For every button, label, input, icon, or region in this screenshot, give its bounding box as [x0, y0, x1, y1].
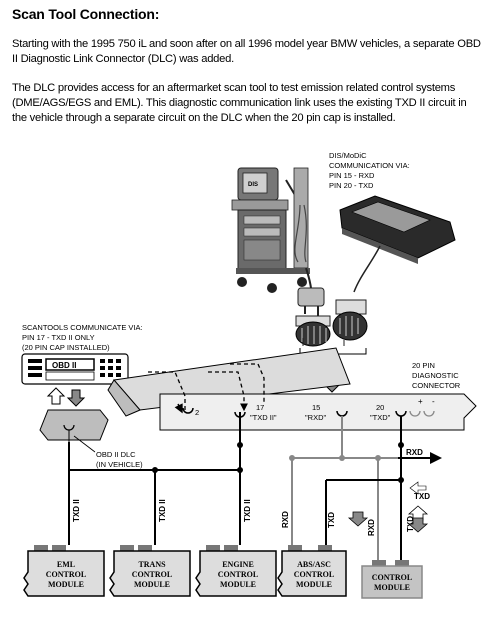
pin-20: 20 "TXD" [370, 403, 435, 422]
svg-text:EML: EML [57, 560, 75, 569]
svg-text:(20 PIN CAP INSTALLED): (20 PIN CAP INSTALLED) [22, 343, 110, 352]
txd-wire-label: TXD [327, 512, 336, 528]
scantool-label: SCANTOOLS COMMUNICATE VIA: PIN 17 - TXD … [22, 323, 143, 352]
svg-text:PIN 17 - TXD II ONLY: PIN 17 - TXD II ONLY [22, 333, 95, 342]
dis-tester-cart: DIS [231, 167, 325, 322]
20-pin-diagnostic-connector [159, 393, 477, 431]
svg-text:PIN 15 - RXD: PIN 15 - RXD [329, 171, 375, 180]
minus-terminal-label: - [432, 397, 435, 406]
svg-text:CONTROL: CONTROL [132, 570, 172, 579]
dis-control-module: CONTROL MODULE [361, 560, 423, 599]
pin-2: 2 [182, 407, 199, 417]
round-20-pin-plugs [295, 299, 368, 347]
svg-text:MODULE: MODULE [134, 580, 170, 589]
trans-control-module: TRANS CONTROL MODULE [109, 545, 191, 597]
obd-ii-display-label: OBD II [52, 361, 76, 370]
modic-handheld-tester [339, 195, 456, 293]
pin-15: 15 "RXD" [305, 403, 348, 422]
svg-text:CONTROL: CONTROL [218, 570, 258, 579]
obd-dlc-label: OBD II DLC [96, 450, 136, 459]
engine-control-module: ENGINE CONTROL MODULE [195, 545, 277, 597]
svg-text:TRANS: TRANS [138, 560, 166, 569]
dis-screen-label: DIS [248, 182, 258, 188]
intro-paragraph: Starting with the 1995 750 iL and soon a… [12, 38, 481, 65]
down-arrow-icon [407, 517, 429, 533]
svg-text:17: 17 [256, 403, 264, 412]
svg-text:(IN VEHICLE): (IN VEHICLE) [96, 460, 143, 469]
down-arrow-icon [66, 389, 86, 407]
rxd-wire-label: RXD [367, 519, 376, 536]
txd-ii-wire-label: TXD II [243, 499, 252, 522]
svg-text:MODULE: MODULE [296, 580, 332, 589]
svg-text:2: 2 [195, 408, 199, 417]
svg-text:20 PIN: 20 PIN [412, 361, 435, 370]
svg-text:"TXD": "TXD" [370, 413, 391, 422]
svg-text:CONTROL: CONTROL [294, 570, 334, 579]
down-arrow-icon [347, 511, 369, 527]
svg-text:"TXD II": "TXD II" [250, 413, 277, 422]
svg-text:ABS/ASC: ABS/ASC [297, 560, 331, 569]
obd-ii-dlc [39, 409, 109, 442]
plus-terminal-label: + [418, 397, 423, 406]
rxd-wire-label: RXD [406, 448, 423, 457]
svg-text:MODULE: MODULE [48, 580, 84, 589]
svg-text:MODULE: MODULE [374, 583, 410, 592]
abs-asc-control-module: ABS/ASC CONTROL MODULE [277, 545, 347, 597]
rxd-wire-label: RXD [281, 511, 290, 528]
svg-text:COMMUNICATION VIA:: COMMUNICATION VIA: [329, 161, 410, 170]
page-title: Scan Tool Connection: [12, 6, 160, 22]
svg-text:CONNECTOR: CONNECTOR [412, 381, 461, 390]
svg-text:DIAGNOSTIC: DIAGNOSTIC [412, 371, 459, 380]
dis-communication-label: DIS/MoDiC COMMUNICATION VIA: PIN 15 - RX… [329, 151, 410, 190]
eml-control-module: EML CONTROL MODULE [23, 545, 105, 597]
txd-ii-wire-label: TXD II [158, 499, 167, 522]
svg-text:MODULE: MODULE [220, 580, 256, 589]
svg-text:15: 15 [312, 403, 320, 412]
svg-text:"RXD": "RXD" [305, 413, 326, 422]
svg-text:SCANTOOLS COMMUNICATE VIA:: SCANTOOLS COMMUNICATE VIA: [22, 323, 143, 332]
svg-text:CONTROL: CONTROL [372, 573, 412, 582]
dlc-paragraph: The DLC provides access for an aftermark… [12, 82, 467, 124]
svg-text:20: 20 [376, 403, 384, 412]
svg-text:DIS/MoDiC: DIS/MoDiC [329, 151, 367, 160]
svg-text:CONTROL: CONTROL [46, 570, 86, 579]
txd-ii-wire-label: TXD II [72, 499, 81, 522]
txd-wire-label: TXD [414, 492, 430, 501]
svg-text:ENGINE: ENGINE [222, 560, 254, 569]
generic-scan-tool: OBD II [21, 353, 129, 385]
connector-label: 20 PIN DIAGNOSTIC CONNECTOR [412, 361, 461, 390]
up-arrow-icon [46, 387, 66, 405]
svg-text:PIN 20 - TXD: PIN 20 - TXD [329, 181, 374, 190]
